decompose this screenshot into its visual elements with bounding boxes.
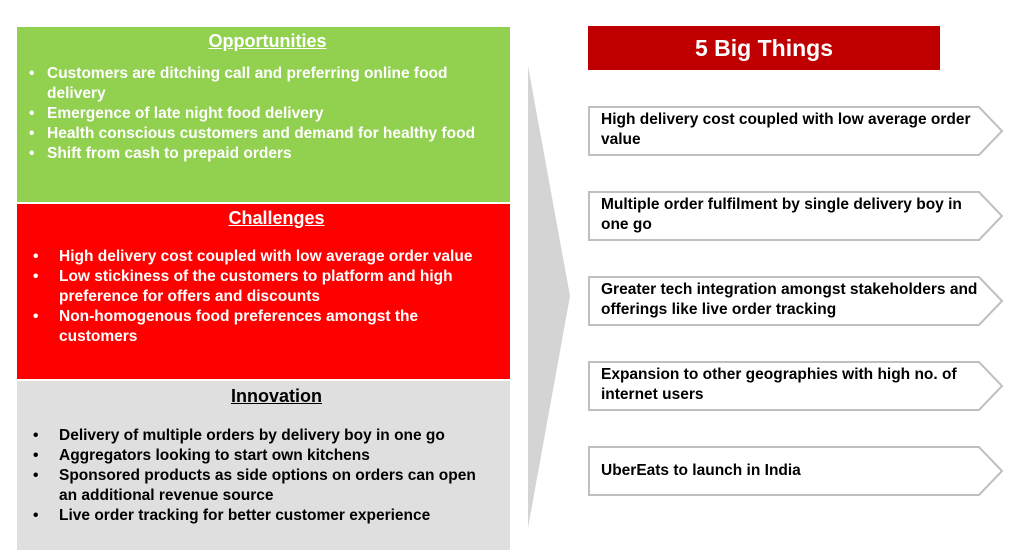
chevron-shape — [588, 361, 1004, 411]
big-thing-text: High delivery cost coupled with low aver… — [601, 111, 971, 148]
list-item: Sponsored products as side options on or… — [33, 466, 494, 506]
chevron-shape — [588, 446, 1004, 496]
list-item: High delivery cost coupled with low aver… — [33, 247, 494, 267]
big-thing-text: Greater tech integration amongst stakeho… — [601, 281, 978, 318]
big-thing-item-2: Multiple order fulfilment by single deli… — [588, 191, 1004, 241]
challenges-title: Challenges — [228, 208, 325, 228]
list-item: Emergence of late night food delivery — [29, 104, 488, 124]
big-thing-item-1: High delivery cost coupled with low aver… — [588, 106, 1004, 156]
big-thing-item-5: UberEats to launch in India — [588, 446, 1004, 496]
innovation-list: Delivery of multiple orders by delivery … — [33, 426, 494, 526]
challenges-panel: Challenges High delivery cost coupled wi… — [17, 204, 510, 379]
list-item: Aggregators looking to start own kitchen… — [33, 446, 494, 466]
opportunities-title: Opportunities — [208, 31, 327, 51]
chevron-shape — [588, 276, 1004, 326]
list-item: Delivery of multiple orders by delivery … — [33, 426, 494, 446]
innovation-title: Innovation — [231, 386, 322, 406]
challenges-list: High delivery cost coupled with low aver… — [33, 247, 494, 347]
big-things-header: 5 Big Things — [588, 26, 940, 70]
big-thing-item-4: Expansion to other geographies with high… — [588, 361, 1004, 411]
list-item: Low stickiness of the customers to platf… — [33, 267, 494, 307]
chevron-shape — [588, 106, 1004, 156]
list-item: Live order tracking for better customer … — [33, 506, 494, 526]
list-item: Non-homogenous food preferences amongst … — [33, 307, 494, 347]
big-arrow-shape — [528, 66, 570, 528]
big-thing-text: Multiple order fulfilment by single deli… — [601, 196, 962, 233]
list-item: Health conscious customers and demand fo… — [29, 124, 488, 144]
big-thing-text: Expansion to other geographies with high… — [601, 366, 957, 403]
list-item: Customers are ditching call and preferri… — [29, 64, 488, 104]
big-thing-item-3: Greater tech integration amongst stakeho… — [588, 276, 1004, 326]
list-item: Shift from cash to prepaid orders — [29, 144, 488, 164]
chevron-shape — [588, 191, 1004, 241]
opportunities-list: Customers are ditching call and preferri… — [29, 64, 488, 164]
innovation-panel: Innovation Delivery of multiple orders b… — [17, 381, 510, 550]
opportunities-panel: Opportunities Customers are ditching cal… — [17, 27, 510, 202]
big-thing-text: UberEats to launch in India — [601, 462, 801, 479]
